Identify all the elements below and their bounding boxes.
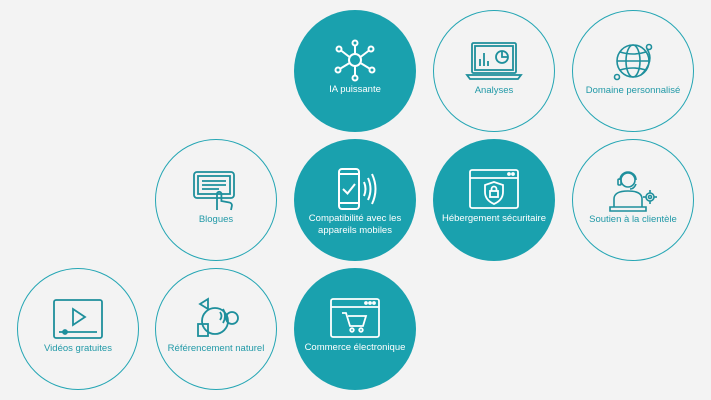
globe-icon: [611, 35, 655, 87]
feature-label: Commerce électronique: [304, 342, 406, 353]
tablet-touch-icon: [191, 164, 241, 216]
shopping-cart-icon: [327, 292, 383, 344]
seo-icon: [190, 293, 242, 345]
feature-soutien: Soutien à la clientèle: [572, 139, 694, 261]
feature-label: Compatibilité avec les appareils mobiles: [308, 213, 402, 236]
feature-commerce: Commerce électronique: [294, 268, 416, 390]
feature-label: Domaine personnalisé: [585, 85, 681, 96]
feature-label: Soutien à la clientèle: [589, 214, 677, 225]
feature-domaine: Domaine personnalisé: [572, 10, 694, 132]
feature-hebergement: Hébergement sécuritaire: [433, 139, 555, 261]
analytics-laptop-icon: [464, 35, 524, 87]
feature-label: Référencement naturel: [167, 343, 265, 354]
feature-label: Blogues: [198, 214, 234, 225]
feature-ia-puissante: IA puissante: [294, 10, 416, 132]
mobile-check-icon: [329, 163, 381, 215]
feature-analyses: Analyses: [433, 10, 555, 132]
feature-label: Hébergement sécuritaire: [441, 213, 547, 224]
feature-seo: Référencement naturel: [155, 268, 277, 390]
support-agent-icon: [608, 164, 658, 216]
secure-browser-icon: [466, 163, 522, 215]
network-nodes-icon: [331, 34, 379, 86]
feature-mobile: Compatibilité avec les appareils mobiles: [294, 139, 416, 261]
feature-videos: Vidéos gratuites: [17, 268, 139, 390]
feature-label: Vidéos gratuites: [44, 343, 112, 354]
feature-label: Analyses: [474, 85, 514, 96]
feature-label: IA puissante: [329, 84, 381, 95]
video-player-icon: [50, 293, 106, 345]
feature-blogues: Blogues: [155, 139, 277, 261]
